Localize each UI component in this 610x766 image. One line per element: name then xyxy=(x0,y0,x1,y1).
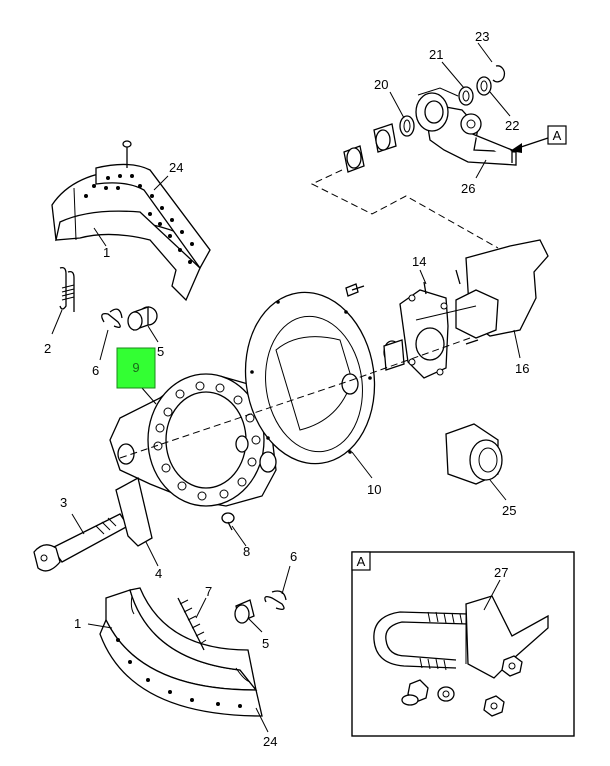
camshaft-bracket-assembly: A xyxy=(310,65,567,249)
callout-14[interactable]: 14 xyxy=(412,254,426,269)
highlight-callout-9[interactable]: 9 xyxy=(116,347,156,389)
bolt-8 xyxy=(221,512,235,531)
cam-seal xyxy=(445,423,503,485)
callout-1-upper[interactable]: 1 xyxy=(103,245,110,260)
highlight-label: 9 xyxy=(132,360,139,375)
callout-8[interactable]: 8 xyxy=(243,544,250,559)
callout-24-upper[interactable]: 24 xyxy=(169,160,183,175)
callout-2[interactable]: 2 xyxy=(44,341,51,356)
anchor-pin-clip-upper xyxy=(101,308,123,328)
callout-16[interactable]: 16 xyxy=(515,361,529,376)
upper-brake-shoe xyxy=(51,140,211,302)
callout-4[interactable]: 4 xyxy=(155,566,162,581)
return-springs xyxy=(59,266,75,312)
view-ref-label: A xyxy=(553,128,562,143)
callout-21[interactable]: 21 xyxy=(429,47,443,62)
roller-upper xyxy=(127,306,158,331)
callout-10[interactable]: 10 xyxy=(367,482,381,497)
return-spring-lower xyxy=(177,597,207,651)
callout-1-lower[interactable]: 1 xyxy=(74,616,81,631)
callout-27[interactable]: 27 xyxy=(494,565,508,580)
callout-7[interactable]: 7 xyxy=(205,584,212,599)
s-camshaft xyxy=(33,513,129,572)
callout-numbers: 23 21 20 22 26 24 1 2 6 5 14 16 10 25 3 … xyxy=(44,29,529,749)
callout-24-lower[interactable]: 24 xyxy=(263,734,277,749)
callout-26[interactable]: 26 xyxy=(461,181,475,196)
lower-brake-shoe xyxy=(99,587,263,717)
inset-view-a: A xyxy=(351,551,575,737)
chamber-bracket xyxy=(119,239,549,459)
callout-5-upper[interactable]: 5 xyxy=(157,344,164,359)
callout-23[interactable]: 23 xyxy=(475,29,489,44)
roller-lower xyxy=(234,599,255,624)
callout-6-lower[interactable]: 6 xyxy=(290,549,297,564)
callout-5-lower[interactable]: 5 xyxy=(262,636,269,651)
anchor-pin-clip-lower xyxy=(264,590,287,610)
dust-shield xyxy=(244,291,376,465)
callout-25[interactable]: 25 xyxy=(502,503,516,518)
callout-6-upper[interactable]: 6 xyxy=(92,363,99,378)
bolt-upper xyxy=(345,283,365,297)
callout-22[interactable]: 22 xyxy=(505,118,519,133)
brake-spider xyxy=(109,373,283,507)
leader-lines xyxy=(51,42,521,733)
callout-20[interactable]: 20 xyxy=(374,77,388,92)
callout-3[interactable]: 3 xyxy=(60,495,67,510)
cam-washer xyxy=(115,477,153,547)
inset-label: A xyxy=(357,554,366,569)
